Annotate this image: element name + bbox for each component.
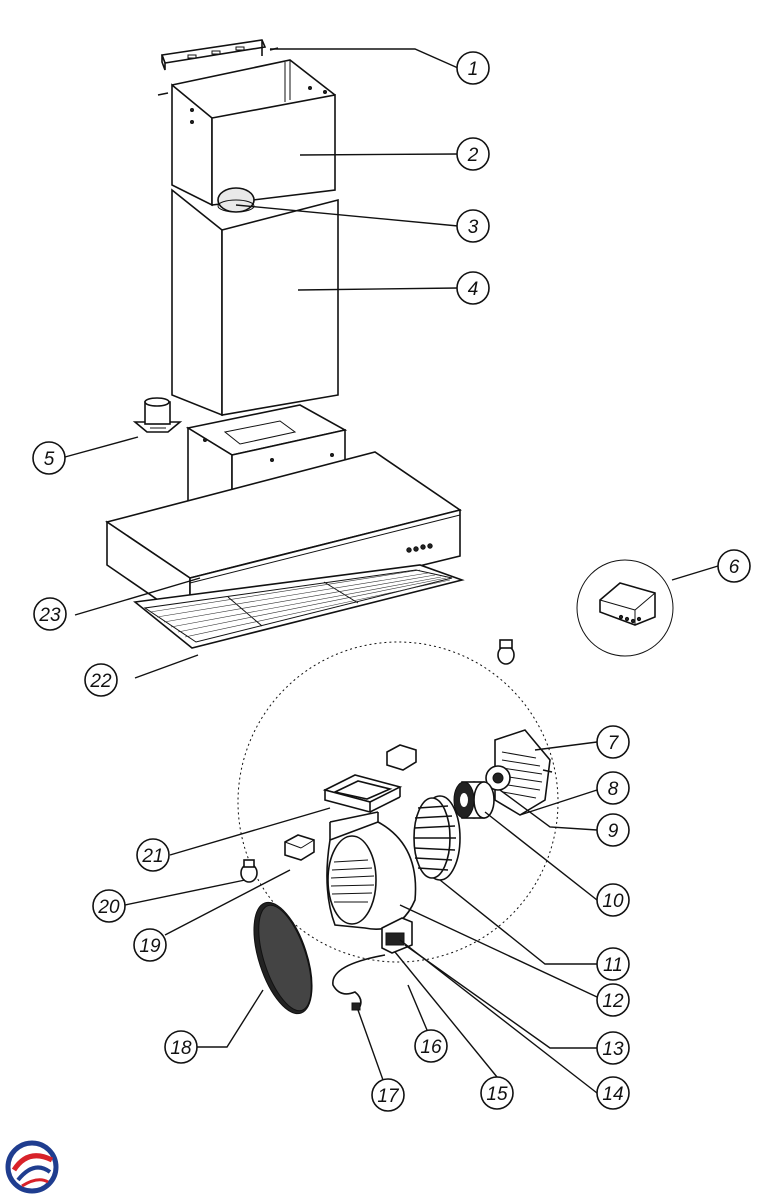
outlet-flange: [322, 774, 403, 814]
callout-18-label: 18: [170, 1038, 192, 1059]
callout-8-label: 8: [608, 779, 619, 800]
callout-15-label: 15: [486, 1084, 508, 1105]
callout-13: 13: [596, 1031, 630, 1065]
callout-5: 5: [32, 441, 66, 475]
switch-box-detail: [576, 559, 674, 657]
callout-20: 20: [92, 889, 126, 923]
callout-19-label: 19: [139, 936, 161, 957]
upper-chimney: [157, 47, 336, 207]
callout-11-label: 11: [603, 955, 623, 976]
callout-2-label: 2: [467, 145, 479, 166]
charcoal-filter: [253, 901, 313, 1015]
callout-6-label: 6: [729, 557, 740, 578]
callout-6: 6: [717, 549, 751, 583]
callout-15: 15: [480, 1076, 514, 1110]
callout-4: 4: [456, 271, 490, 305]
callout-8: 8: [596, 771, 630, 805]
lamp-holder: [240, 859, 258, 883]
capacitor: [284, 834, 315, 861]
mounting-bracket: [160, 39, 267, 71]
wire-connector-top: [386, 744, 417, 771]
callout-17: 17: [371, 1078, 405, 1112]
lower-chimney: [171, 188, 339, 417]
callout-23-label: 23: [38, 605, 61, 626]
callout-14-label: 14: [602, 1084, 623, 1105]
blower-housing: [326, 811, 417, 930]
callout-9: 9: [596, 813, 630, 847]
callout-9-label: 9: [608, 821, 619, 842]
callout-22: 22: [84, 663, 118, 697]
callout-3-label: 3: [468, 217, 479, 238]
callout-23: 23: [33, 597, 67, 631]
callout-16: 16: [414, 1029, 448, 1063]
brand-logo-icon: [5, 1140, 59, 1194]
callout-3: 3: [456, 209, 490, 243]
grease-filter: [133, 564, 465, 649]
impeller-wheel: [413, 795, 461, 881]
callout-12: 12: [596, 983, 630, 1017]
callout-4-label: 4: [468, 279, 479, 300]
duct-flange: [217, 187, 255, 213]
callout-20-label: 20: [97, 897, 120, 918]
callout-14: 14: [596, 1076, 630, 1110]
damper-connector: [132, 397, 183, 433]
callout-11: 11: [596, 947, 630, 981]
callout-12-label: 12: [602, 991, 624, 1012]
callout-13-label: 13: [602, 1039, 624, 1060]
power-cable: [332, 954, 386, 1011]
callout-10: 10: [596, 883, 630, 917]
callout-10-label: 10: [602, 891, 624, 912]
callout-17-label: 17: [377, 1086, 400, 1107]
callout-7-label: 7: [608, 733, 620, 754]
fan-motor: [453, 781, 495, 819]
callout-7: 7: [596, 725, 630, 759]
callout-18: 18: [164, 1030, 198, 1064]
leader-lines: [64, 48, 719, 1094]
callout-19: 19: [133, 928, 167, 962]
callout-22-label: 22: [89, 671, 112, 692]
light-bulb: [497, 639, 515, 665]
callout-21-label: 21: [141, 846, 163, 867]
callout-1: 1: [456, 51, 490, 85]
callout-2: 2: [456, 137, 490, 171]
rear-motor-plate: [485, 729, 553, 816]
callout-1-label: 1: [468, 59, 479, 80]
callout-5-label: 5: [44, 449, 55, 470]
callout-21: 21: [136, 838, 170, 872]
callout-16-label: 16: [420, 1037, 442, 1058]
